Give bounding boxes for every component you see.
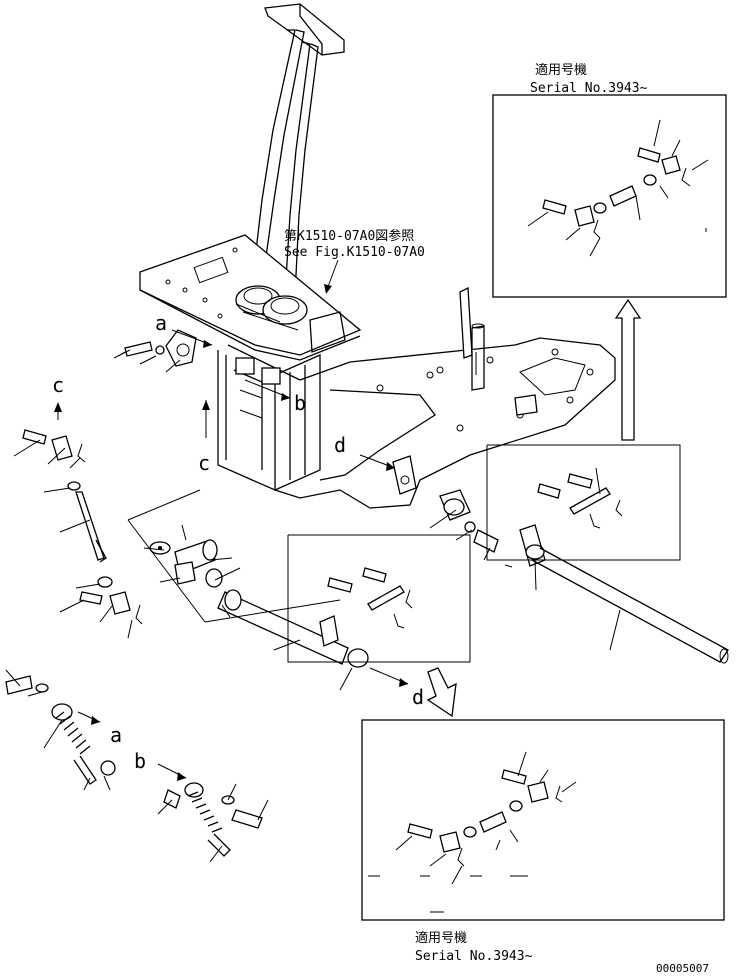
base-plate <box>274 286 616 509</box>
callout-d-shaft: d <box>412 685 424 709</box>
detail-group-right <box>537 467 623 529</box>
reference-note-ja: 第K1510-07A0図参照 <box>284 228 414 244</box>
reference-note-en: See Fig.K1510-07A0 <box>284 245 425 260</box>
callout-c-frame: c <box>198 451 210 475</box>
reference-note: 第K1510-07A0図参照 See Fig.K1510-07A0 <box>284 228 425 294</box>
spring-assembly-right <box>163 782 263 857</box>
serial-note-top-ja: 適用号機 <box>535 62 587 78</box>
callout-arrows <box>54 298 642 781</box>
detail-box-top <box>492 94 727 298</box>
pivot-bracket-a <box>117 329 197 367</box>
serial-note-bottom-ja: 適用号機 <box>415 930 467 946</box>
callout-d-plate: d <box>334 433 346 457</box>
callout-c-left: c <box>52 373 64 397</box>
serial-note-top: 適用号機 Serial No.3943~ <box>530 62 648 96</box>
left-side-parts <box>22 429 143 625</box>
support-frame <box>217 344 321 491</box>
detail-group-middle <box>327 567 413 629</box>
cross-shaft-right <box>519 524 729 664</box>
serial-note-bottom: 適用号機 Serial No.3943~ <box>415 930 533 964</box>
serial-note-bottom-en: Serial No.3943~ <box>415 949 533 964</box>
leader-lines <box>5 349 621 863</box>
callout-a-spring: a <box>110 723 122 747</box>
pivot-bracket-d <box>392 455 513 568</box>
callout-b-spring: b <box>134 749 146 773</box>
console-plate <box>139 234 362 361</box>
serial-note-top-en: Serial No.3943~ <box>530 81 648 96</box>
control-lever-assembly <box>251 3 345 296</box>
group-outlines <box>127 444 681 663</box>
spring-assembly-left <box>5 675 116 785</box>
figure-code: 00005007 <box>656 962 709 975</box>
detail-box-bottom <box>361 719 725 921</box>
callout-b-upper: b <box>294 391 306 415</box>
callout-a-upper: a <box>155 311 167 335</box>
lower-shaft-assembly <box>149 524 369 668</box>
